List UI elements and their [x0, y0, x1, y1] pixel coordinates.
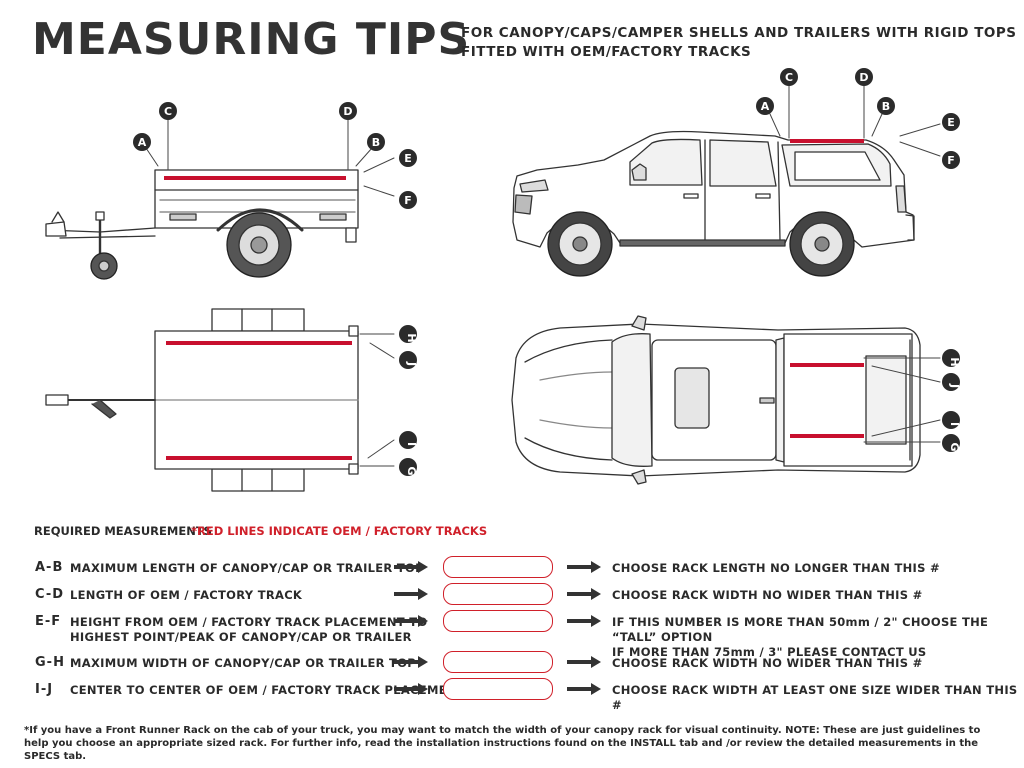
measurement-code: A-B [35, 560, 64, 575]
label-i: I [405, 442, 418, 446]
measurement-guidance: CHOOSE RACK WIDTH NO WIDER THAN THIS # [612, 656, 923, 670]
label-f: F [404, 194, 412, 207]
label-d: D [343, 105, 352, 118]
measurement-code: G-H [35, 655, 65, 670]
page-title: MEASURING TIPS [32, 14, 471, 65]
required-measurements-heading: REQUIRED MEASUREMENTS [34, 524, 212, 538]
measurement-description: MAXIMUM WIDTH OF CANOPY/CAP OR TRAILER T… [70, 656, 417, 670]
truck-label-b-badge [877, 97, 895, 115]
measurement-guidance: CHOOSE RACK LENGTH NO LONGER THAN THIS # [612, 561, 940, 575]
truck-top-view [511, 315, 921, 485]
label-b: B [372, 136, 380, 149]
footnote: *If you have a Front Runner Rack on the … [24, 725, 981, 762]
red-lines-note: *RED LINES INDICATE OEM / FACTORY TRACKS [191, 524, 488, 538]
measurement-guidance: CHOOSE RACK WIDTH AT LEAST ONE SIZE WIDE… [612, 683, 1018, 712]
truck-label-g: G [948, 442, 961, 451]
truck-label-a: A [761, 100, 770, 113]
truck-label-g-badge [942, 434, 960, 452]
label-a: A [138, 136, 147, 149]
label-i-badge [399, 431, 417, 449]
oem-tracks [164, 139, 864, 460]
arrow-right-icon [567, 561, 601, 573]
label-g: G [405, 466, 418, 475]
truck-label-d-badge [855, 68, 873, 86]
measurement-description: HEIGHT FROM OEM / FACTORY TRACK PLACEMEN… [70, 615, 427, 644]
label-g-badge [399, 458, 417, 476]
arrow-right-icon [567, 588, 601, 600]
measurement-row: G-H MAXIMUM WIDTH OF CANOPY/CAP OR TRAILE… [0, 651, 1024, 685]
subtitle-line-2: FITTED WITH OEM/FACTORY TRACKS [461, 44, 752, 60]
truck-label-j: J [948, 383, 961, 388]
measurement-row: C-D LENGTH OF OEM / FACTORY TRACK CHOOSE R… [0, 583, 1024, 617]
measurement-diagram: A C D B E F H J I G A C D B E F H J I G [45, 68, 961, 492]
label-h-badge [399, 325, 417, 343]
truck-label-f-badge [942, 151, 960, 169]
measurement-description: LENGTH OF OEM / FACTORY TRACK [70, 588, 303, 602]
measurement-description: MAXIMUM LENGTH OF CANOPY/CAP OR TRAILER … [70, 561, 424, 575]
truck-label-e-badge [942, 113, 960, 131]
measurement-input[interactable] [443, 583, 553, 605]
label-e-badge [399, 149, 417, 167]
label-j: J [405, 361, 418, 366]
subtitle-line-1: FOR CANOPY/CAPS/CAMPER SHELLS AND TRAILE… [461, 25, 1017, 41]
arrow-right-icon [567, 656, 601, 668]
arrow-right-icon [394, 615, 428, 627]
label-a-badge [133, 133, 151, 151]
arrow-right-icon [394, 588, 428, 600]
truck-label-f: F [947, 154, 955, 167]
measurement-input[interactable] [443, 651, 553, 673]
arrow-right-icon [394, 656, 428, 668]
measurement-guidance: CHOOSE RACK WIDTH NO WIDER THAN THIS # [612, 588, 923, 602]
measurement-code: C-D [35, 587, 65, 602]
label-j-badge [399, 351, 417, 369]
measurement-row: A-B MAXIMUM LENGTH OF CANOPY/CAP OR TRAIL… [0, 556, 1024, 590]
trailer-top-view [45, 308, 359, 492]
truck-label-h: H [948, 357, 961, 366]
arrow-right-icon [567, 615, 601, 627]
truck-label-c: C [785, 71, 793, 84]
truck-label-i: I [948, 422, 961, 426]
label-d-badge [339, 102, 357, 120]
trailer-side-view [45, 169, 359, 280]
arrow-right-icon [394, 683, 428, 695]
truck-label-j-badge [942, 373, 960, 391]
truck-label-a-badge [756, 97, 774, 115]
arrow-right-icon [394, 561, 428, 573]
label-b-badge [367, 133, 385, 151]
measurement-code: E-F [35, 614, 62, 629]
label-f-badge [399, 191, 417, 209]
arrow-right-icon [567, 683, 601, 695]
label-e: E [404, 152, 412, 165]
truck-label-i-badge [942, 411, 960, 429]
measurement-code: I-J [35, 682, 54, 697]
label-c: C [164, 105, 172, 118]
measurement-input[interactable] [443, 556, 553, 578]
truck-side-view [512, 130, 915, 277]
truck-label-h-badge [942, 349, 960, 367]
measurement-row: E-F HEIGHT FROM OEM / FACTORY TRACK PLACE… [0, 610, 1024, 659]
truck-label-d: D [859, 71, 868, 84]
truck-label-b: B [882, 100, 890, 113]
measurement-guidance: IF THIS NUMBER IS MORE THAN 50mm / 2" CH… [612, 615, 989, 659]
label-h: H [405, 333, 418, 342]
truck-label-e: E [947, 116, 955, 129]
measurement-input[interactable] [443, 678, 553, 700]
truck-label-c-badge [780, 68, 798, 86]
measurement-input[interactable] [443, 610, 553, 632]
label-c-badge [159, 102, 177, 120]
